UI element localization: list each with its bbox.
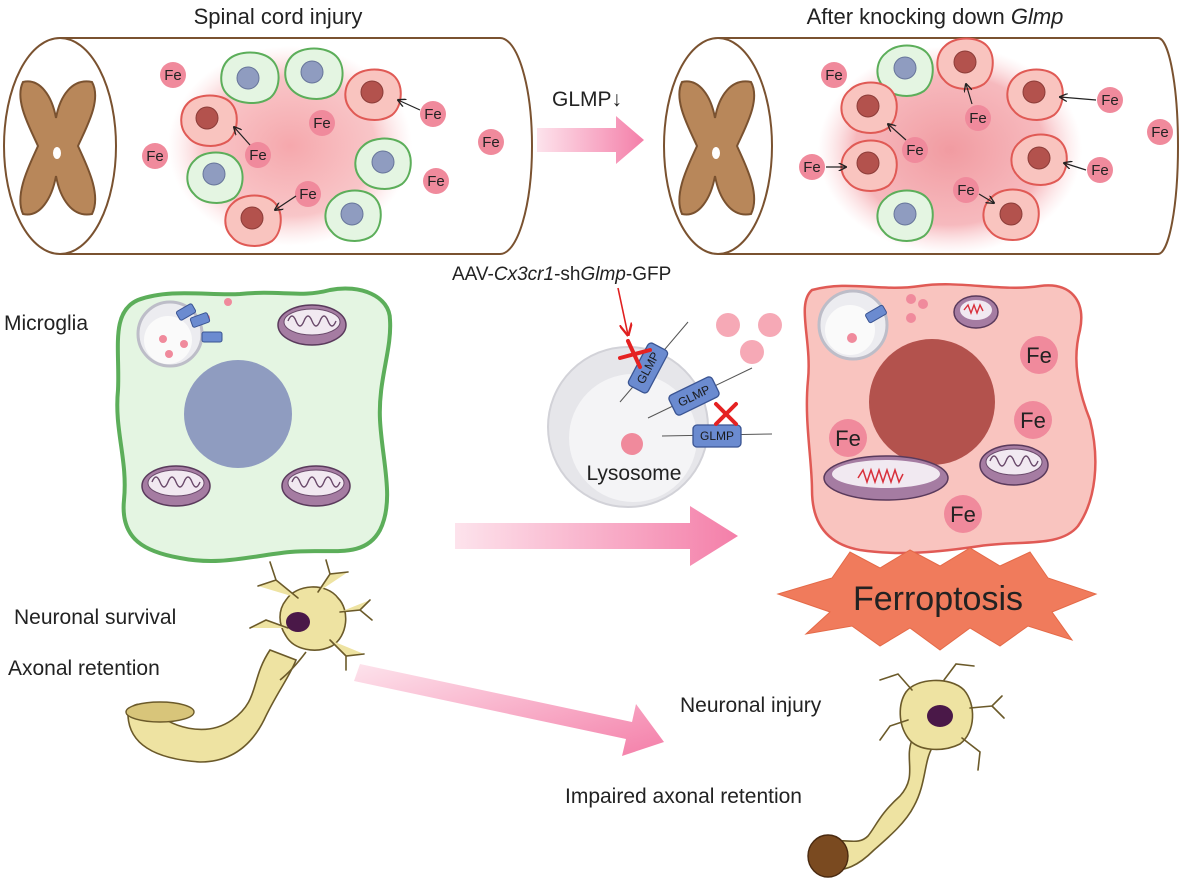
microglia-to-ferroptosis-arrow	[455, 506, 738, 566]
right-iron-uptake-arrows	[826, 84, 1097, 203]
left-panel-title: Spinal cord injury	[194, 4, 363, 29]
ferroptotic-microglia-cell: Fe Fe Fe Fe	[803, 283, 1097, 555]
neuron-injury-arrow	[354, 664, 664, 756]
svg-text:GLMP: GLMP	[700, 429, 734, 443]
left-iron-ions: Fe Fe Fe Fe Fe Fe Fe Fe	[142, 62, 504, 207]
fe-label: Fe	[825, 67, 843, 84]
damaged-mitochondrion	[979, 444, 1049, 486]
aav-target-arrow	[617, 287, 628, 335]
fe-label: Fe	[1151, 124, 1169, 141]
axonal-retention-label: Axonal retention	[8, 657, 160, 680]
lysosome-label: Lysosome	[587, 462, 682, 485]
fe-label: Fe	[424, 106, 442, 123]
fe-label: Fe	[1020, 408, 1046, 433]
healthy-neuron	[125, 559, 373, 763]
fe-label: Fe	[299, 186, 317, 203]
neuronal-survival-label: Neuronal survival	[14, 606, 176, 629]
injured-neuron	[807, 663, 1005, 878]
ferroptosis-label: Ferroptosis	[853, 580, 1023, 618]
right-title-prefix: After knocking down	[807, 4, 1011, 29]
inhibition-cross	[618, 339, 652, 369]
ferroptosis-burst: Ferroptosis	[776, 547, 1098, 651]
fe-label: Fe	[164, 67, 182, 84]
ferroptotic-nucleus	[869, 339, 995, 465]
left-iron-uptake-arrows	[234, 100, 421, 210]
impaired-axonal-retention-label: Impaired axonal retention	[565, 785, 802, 808]
damaged-mitochondrion	[953, 295, 999, 329]
fe-label: Fe	[957, 182, 975, 199]
healthy-mitochondrion	[141, 465, 211, 507]
fe-label: Fe	[146, 148, 164, 165]
lysosome: Lysosome	[547, 346, 709, 508]
glmp-protein: GLMP	[692, 424, 742, 448]
fe-label: Fe	[313, 115, 331, 132]
left-microglia-cells	[180, 47, 412, 247]
fe-label: Fe	[249, 147, 267, 164]
fe-label: Fe	[906, 142, 924, 159]
fe-label: Fe	[1026, 343, 1052, 368]
healthy-mitochondrion	[277, 304, 347, 346]
inhibition-cross	[714, 402, 738, 426]
fe-label: Fe	[1091, 162, 1109, 179]
right-iron-ions: Fe Fe Fe Fe Fe Fe Fe Fe	[799, 62, 1173, 203]
fe-label: Fe	[950, 502, 976, 527]
fe-label: Fe	[969, 110, 987, 127]
healthy-microglia-cell	[115, 286, 393, 564]
damaged-mitochondrion	[823, 455, 949, 501]
right-title-gene: Glmp	[1011, 4, 1064, 29]
fe-label: Fe	[427, 173, 445, 190]
fe-label: Fe	[1101, 92, 1119, 109]
glmp-knockdown-arrow: GLMP↓	[537, 88, 644, 164]
fe-label: Fe	[803, 159, 821, 176]
aav-construct-label: AAV-Cx3cr1-shGlmp-GFP	[452, 264, 671, 285]
right-panel-title: After knocking down Glmp	[807, 4, 1064, 29]
healthy-nucleus	[184, 360, 292, 468]
healthy-mitochondrion	[281, 465, 351, 507]
fe-label: Fe	[482, 134, 500, 151]
fe-label: Fe	[835, 426, 861, 451]
glmp-down-label: GLMP↓	[552, 88, 622, 111]
neuronal-injury-label: Neuronal injury	[680, 694, 822, 717]
microglia-label: Microglia	[4, 312, 88, 335]
